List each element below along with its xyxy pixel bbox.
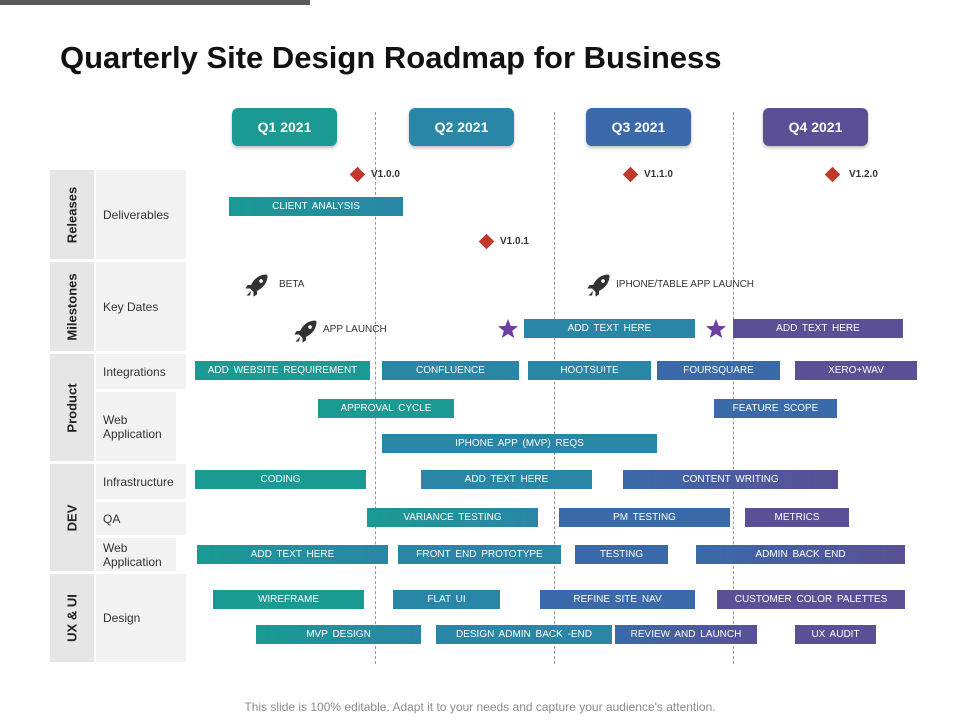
task-bar: ADD WEBSITE REQUIREMENT (195, 361, 370, 380)
quarter-q1: Q1 2021 (232, 108, 337, 146)
quarter-q4: Q4 2021 (763, 108, 868, 146)
rocket-icon (245, 274, 268, 297)
quarter-divider (554, 112, 555, 664)
task-bar: DESIGN ADMIN BACK -END (436, 625, 612, 644)
diamond-icon (622, 166, 639, 183)
milestone-label: IPHONE/TABLE APP LAUNCH (616, 279, 755, 290)
subcategory-deliverables: Deliverables (96, 170, 186, 259)
diamond-icon (478, 233, 495, 250)
category-releases: Releases (50, 170, 94, 259)
task-bar: ADD TEXT HERE (197, 545, 388, 564)
task-bar: ADD TEXT HERE (733, 319, 903, 338)
top-accent-bar (0, 0, 310, 5)
task-bar: ADD TEXT HERE (524, 319, 695, 338)
task-bar: VARIANCE TESTING (367, 508, 538, 527)
task-bar: FRONT END PROTOTYPE (398, 545, 561, 564)
star-icon (497, 318, 519, 339)
category-ux-ui: UX & UI (50, 574, 94, 662)
task-bar: CUSTOMER COLOR PALETTES (717, 590, 905, 609)
quarter-q2: Q2 2021 (409, 108, 514, 146)
task-bar: REVIEW AND LAUNCH (615, 625, 757, 644)
task-bar: PM TESTING (559, 508, 730, 527)
task-bar: CODING (195, 470, 366, 489)
milestone-label: APP LAUNCH (323, 324, 387, 335)
task-bar: ADMIN BACK END (696, 545, 905, 564)
task-bar: REFINE SITE NAV (540, 590, 695, 609)
release-label: V1.0.0 (371, 169, 400, 180)
release-label: V1.2.0 (849, 169, 878, 180)
task-bar: IPHONE APP (MVP) REQS (382, 434, 657, 453)
task-bar: CONTENT WRITING (623, 470, 838, 489)
category-product: Product (50, 354, 94, 461)
task-bar: TESTING (575, 545, 668, 564)
quarter-divider (733, 112, 734, 664)
diamond-icon (349, 166, 366, 183)
task-bar: FEATURE SCOPE (714, 399, 837, 418)
task-bar: CLIENT ANALYSIS (229, 197, 403, 216)
category-milestones: Milestones (50, 262, 94, 351)
subcategory-dev-web-application: Web Application (96, 538, 176, 571)
task-bar: FLAT UI (393, 590, 500, 609)
task-bar: METRICS (745, 508, 849, 527)
task-bar: FOURSQUARE (657, 361, 780, 380)
task-bar: XERO+WAV (795, 361, 917, 380)
page-title: Quarterly Site Design Roadmap for Busine… (60, 40, 722, 75)
star-icon (705, 318, 727, 339)
subcategory-web-application: Web Application (96, 392, 176, 461)
quarter-q3: Q3 2021 (586, 108, 691, 146)
category-dev: DEV (50, 464, 94, 571)
task-bar: HOOTSUITE (528, 361, 651, 380)
subcategory-infrastructure: Infrastructure (96, 464, 186, 499)
subcategory-integrations: Integrations (96, 354, 186, 389)
task-bar: CONFLUENCE (382, 361, 519, 380)
footer-note: This slide is 100% editable. Adapt it to… (244, 700, 716, 714)
quarter-divider (375, 112, 376, 664)
milestone-label: BETA (279, 279, 305, 290)
release-label: V1.0.1 (500, 236, 529, 247)
rocket-icon (587, 274, 610, 297)
subcategory-qa: QA (96, 502, 186, 535)
release-label: V1.1.0 (644, 169, 673, 180)
task-bar: WIREFRAME (213, 590, 364, 609)
task-bar: UX AUDIT (795, 625, 876, 644)
task-bar: MVP DESIGN (256, 625, 421, 644)
task-bar: APPROVAL CYCLE (318, 399, 454, 418)
task-bar: ADD TEXT HERE (421, 470, 592, 489)
subcategory-design: Design (96, 574, 186, 662)
rocket-icon (294, 320, 317, 343)
diamond-icon (824, 166, 841, 183)
subcategory-key-dates: Key Dates (96, 262, 186, 351)
